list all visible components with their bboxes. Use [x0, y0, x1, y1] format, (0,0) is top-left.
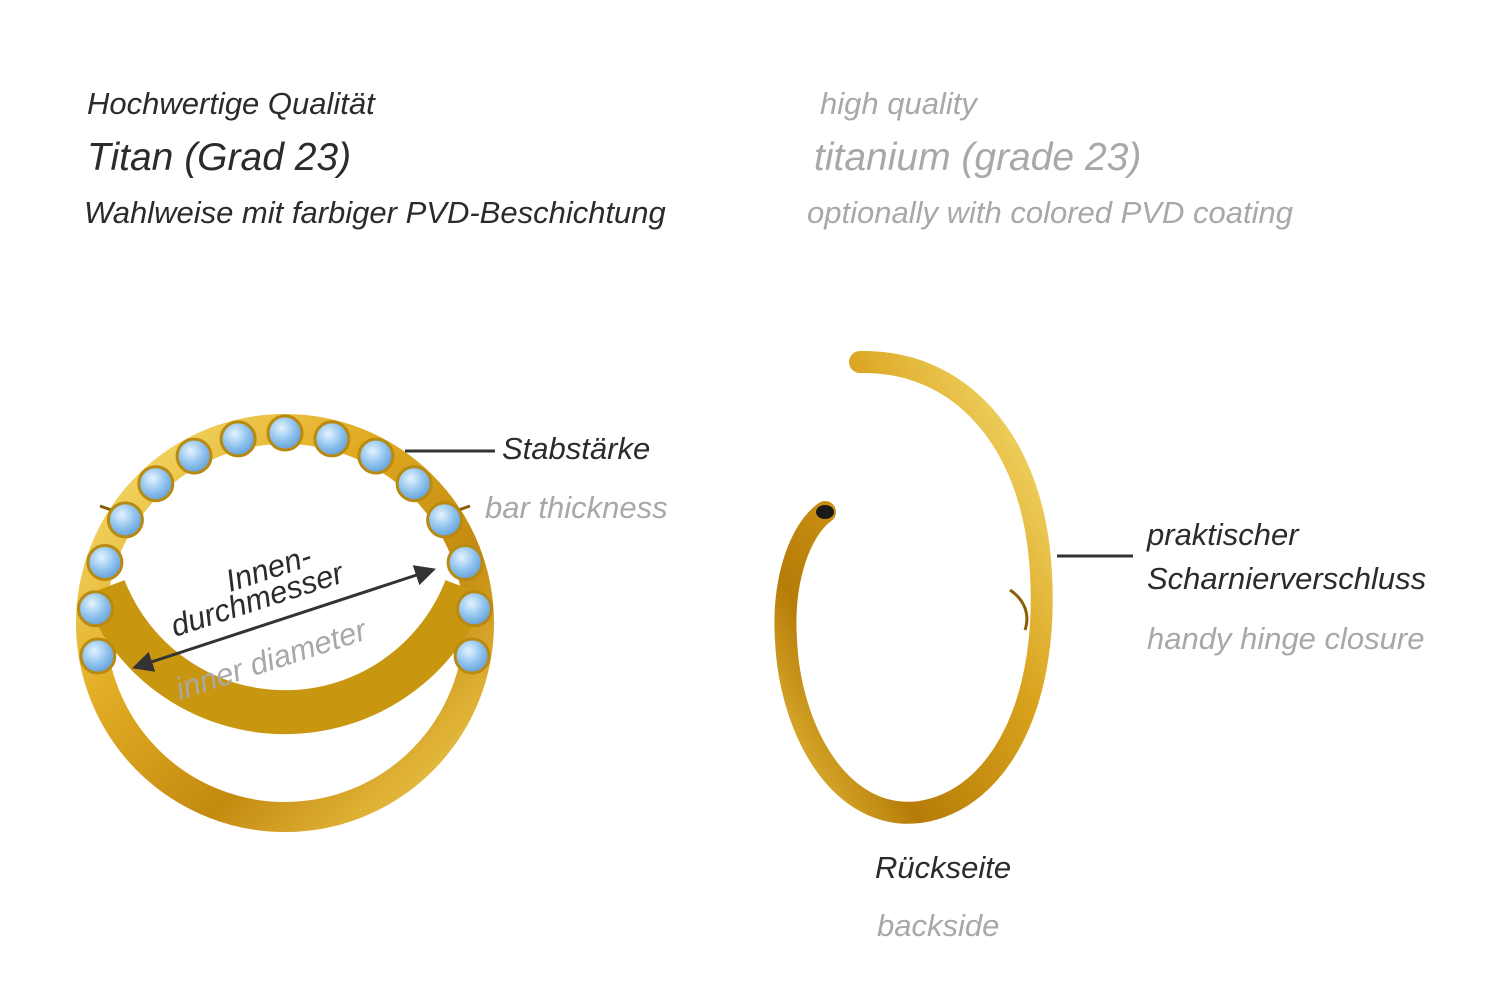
opal-gem [266, 414, 304, 452]
front-ring-gems [77, 414, 493, 675]
header-de-material: Titan (Grad 23) [87, 136, 352, 179]
hinge-de-line1: praktischer [1147, 517, 1299, 552]
opal-gem [357, 437, 395, 475]
hinge-de-line2: Scharnierverschluss [1147, 561, 1427, 596]
front-ring [76, 414, 494, 832]
hinge-en: handy hinge closure [1147, 621, 1425, 656]
back-ring [774, 350, 1053, 824]
opal-gem [106, 501, 144, 539]
back-ring-tube-end [816, 505, 834, 519]
opal-gem [456, 590, 493, 628]
opal-gem [426, 501, 464, 539]
opal-gem [453, 637, 491, 675]
header-en-coating: optionally with colored PVD coating [807, 195, 1293, 230]
opal-gem [77, 590, 114, 628]
back-ring-band [774, 350, 1053, 824]
opal-gem [313, 420, 351, 458]
bar-thickness-de: Stabstärke [502, 431, 651, 466]
header-de-coating: Wahlweise mit farbiger PVD-Beschichtung [84, 195, 666, 230]
opal-gem [395, 465, 433, 503]
header-en-quality: high quality [820, 86, 977, 121]
header-de-quality: Hochwertige Qualität [87, 86, 375, 121]
opal-gem [219, 420, 257, 458]
inner-diameter-arrow [132, 565, 436, 672]
bar-thickness-en: bar thickness [485, 490, 668, 525]
opal-gem [137, 465, 175, 503]
backside-de: Rückseite [875, 850, 1012, 885]
header-en-material: titanium (grade 23) [814, 136, 1142, 179]
opal-gem [79, 637, 117, 675]
opal-gem [86, 544, 124, 581]
backside-en: backside [877, 908, 1000, 943]
back-ring-hinge [1009, 588, 1029, 631]
opal-gem [175, 437, 213, 475]
opal-gem [446, 544, 484, 581]
